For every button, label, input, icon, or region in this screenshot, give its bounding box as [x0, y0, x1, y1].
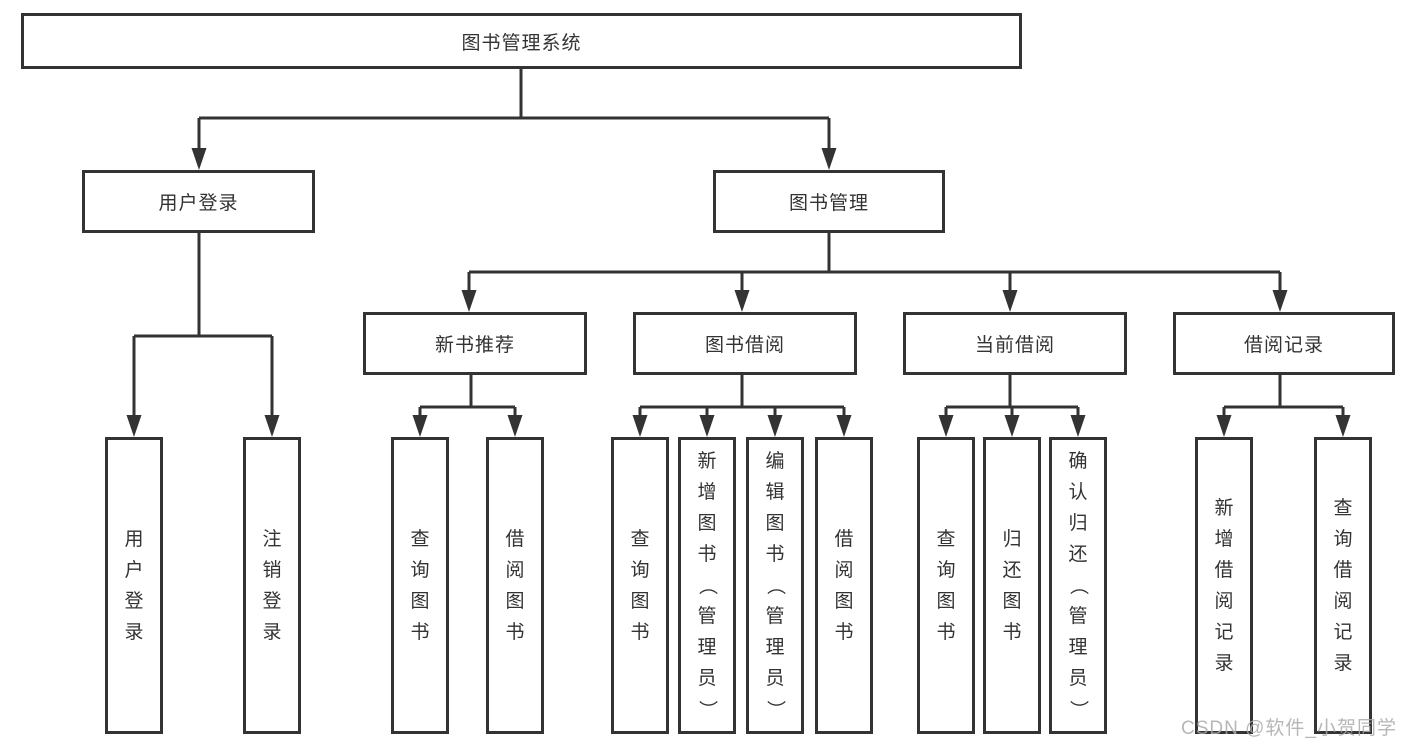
- node-book-borrow: 图书借阅: [633, 312, 857, 375]
- arrowhead-icon: [507, 415, 523, 437]
- node-label: 图书管理系统: [461, 32, 582, 54]
- node-leaf-query-borrow-record: 查询借阅记录: [1314, 437, 1372, 734]
- node-library-system: 图书管理系统: [21, 13, 1022, 69]
- connector-segments: [132, 69, 1345, 419]
- arrowhead-icon: [767, 415, 783, 437]
- node-label: 借阅记录: [1243, 335, 1324, 356]
- arrowhead-icon: [191, 148, 207, 170]
- arrowhead-icon: [412, 415, 428, 437]
- node-label: 用户登录: [158, 193, 239, 214]
- node-current-borrow: 当前借阅: [903, 312, 1127, 375]
- arrowhead-icon: [632, 415, 648, 437]
- arrowhead-icon: [264, 415, 280, 437]
- arrowhead-icon: [1335, 415, 1351, 437]
- node-borrow-record: 借阅记录: [1173, 312, 1395, 375]
- csdn-watermark: CSDN @软件_小贺同学: [1181, 718, 1397, 739]
- node-leaf-borrow-book: 借阅图书: [815, 437, 873, 734]
- node-leaf-rec-query-book: 查询图书: [391, 437, 449, 734]
- node-user-login: 用户登录: [82, 170, 315, 233]
- node-leaf-add-borrow-record: 新增借阅记录: [1195, 437, 1253, 734]
- node-new-book-recommend: 新书推荐: [363, 312, 587, 375]
- node-leaf-return-book: 归还图书: [983, 437, 1041, 734]
- node-leaf-edit-book-admin: 编辑图书（管理员）: [746, 437, 804, 734]
- node-label: 当前借阅: [974, 335, 1055, 356]
- arrowhead-icon: [821, 148, 837, 170]
- arrowhead-icon: [699, 415, 715, 437]
- node-label: 新书推荐: [434, 335, 515, 356]
- arrowhead-icon: [1004, 415, 1020, 437]
- arrowhead-icon: [461, 290, 477, 312]
- arrowhead-icon: [1216, 415, 1232, 437]
- node-leaf-borrow-query-book: 查询图书: [611, 437, 669, 734]
- node-leaf-logout: 注销登录: [243, 437, 301, 734]
- arrowhead-icons: [126, 148, 1351, 437]
- arrowhead-icon: [938, 415, 954, 437]
- node-leaf-current-query-book: 查询图书: [917, 437, 975, 734]
- arrowhead-icon: [836, 415, 852, 437]
- arrowhead-icon: [1070, 415, 1086, 437]
- node-leaf-user-login: 用户登录: [105, 437, 163, 734]
- arrowhead-icon: [734, 290, 750, 312]
- arrowhead-icon: [1002, 290, 1018, 312]
- node-label: 图书管理: [788, 193, 869, 214]
- node-leaf-rec-borrow-book: 借阅图书: [486, 437, 544, 734]
- node-label: 图书借阅: [704, 335, 785, 356]
- node-leaf-confirm-return-admin: 确认归还（管理员）: [1049, 437, 1107, 734]
- arrowhead-icon: [1272, 290, 1288, 312]
- node-book-management: 图书管理: [713, 170, 945, 233]
- arrowhead-icon: [126, 415, 142, 437]
- node-leaf-add-book-admin: 新增图书（管理员）: [678, 437, 736, 734]
